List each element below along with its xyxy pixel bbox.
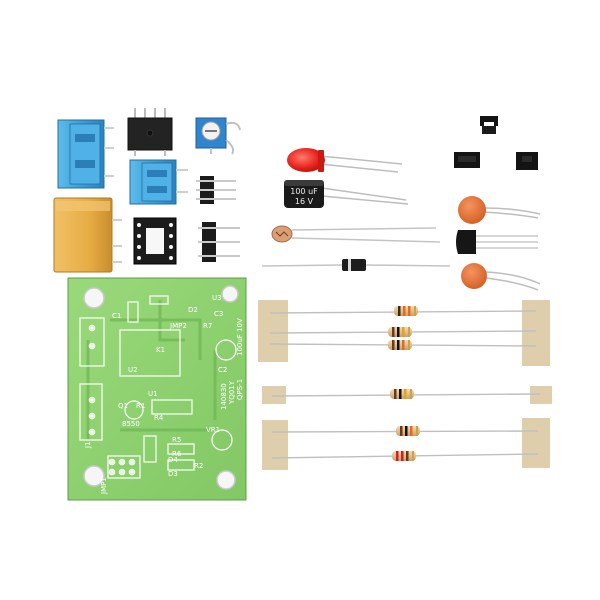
pcb-label-r6: R6 xyxy=(172,450,182,458)
electrolytic-capacitor: 100 uF 16 V xyxy=(284,180,409,208)
pcb-label-r2: R2 xyxy=(194,462,203,470)
resistor-tape-strip-3 xyxy=(262,418,550,470)
transistor-to92 xyxy=(456,230,538,254)
trimmer-potentiometer xyxy=(195,117,241,155)
pcb-label-r5: R5 xyxy=(172,436,181,444)
resistor-4 xyxy=(390,389,414,399)
red-led xyxy=(287,148,403,173)
jumper-cap-1 xyxy=(480,116,498,134)
resistor-2 xyxy=(388,327,412,337)
dip8-ic-socket xyxy=(133,217,177,265)
dip8-ic xyxy=(127,108,173,156)
pcb-label-d2: D2 xyxy=(188,306,198,314)
pin-header-3pin-b xyxy=(198,222,240,262)
photoresistor xyxy=(271,225,441,243)
pin-header-3pin-a xyxy=(196,176,236,204)
resistor-1 xyxy=(394,306,418,316)
capacitor-value: 100 uF xyxy=(290,187,318,196)
pcb-label-d4: D4 xyxy=(168,456,178,464)
pcb-label-part-no: 8550 xyxy=(122,420,140,428)
pcb-label-cap-value: 100uF 10V xyxy=(236,318,244,356)
pcb-label-u1: U1 xyxy=(148,390,158,398)
pcb-board: C1 D2 U3 R7 C3 JMP2 K1 C2 U1 R4 R5 R6 R2… xyxy=(67,277,247,501)
pcb-label-u2: U2 xyxy=(128,366,138,374)
ceramic-capacitor-1 xyxy=(458,196,541,224)
pcb-label-jmp1: JMP1 xyxy=(100,477,108,495)
jumper-cap-3 xyxy=(516,152,538,170)
rectifier-diode xyxy=(261,259,451,271)
pcb-label-d3: D3 xyxy=(168,470,178,478)
pcb-label-r1: R1 xyxy=(136,402,145,410)
resistor-tape-strip-2 xyxy=(262,386,552,404)
pcb-label-r4: R4 xyxy=(154,414,164,422)
relay-k1 xyxy=(53,197,122,273)
terminal-block-bottom xyxy=(129,159,188,205)
pcb-label-c3: C3 xyxy=(214,310,223,318)
pcb-label-q1: Q1 xyxy=(118,402,128,410)
pcb-label-k1: K1 xyxy=(156,346,165,354)
pcb-label-vr1: VR1 xyxy=(206,426,220,434)
pcb-label-board-date: 140830 xyxy=(220,383,228,410)
resistor-6 xyxy=(392,451,416,461)
pcb-label-u3: U3 xyxy=(212,294,222,302)
pcb-label-j1: J1 xyxy=(84,441,92,449)
ceramic-capacitor-2 xyxy=(461,263,541,291)
pcb-label-c1: C1 xyxy=(112,312,121,320)
resistor-3 xyxy=(388,340,412,350)
pcb-label-board-rev: QPS-1 xyxy=(236,379,244,400)
jumper-cap-2 xyxy=(454,152,480,168)
capacitor-voltage: 16 V xyxy=(295,197,314,206)
pcb-label-jmp2: JMP2 xyxy=(169,322,187,330)
terminal-block-top xyxy=(57,119,114,189)
pcb-label-board-id: YQ01Y xyxy=(228,380,236,405)
pcb-label-r7: R7 xyxy=(203,322,212,330)
resistor-5 xyxy=(396,426,420,436)
pcb-label-c2: C2 xyxy=(218,366,227,374)
